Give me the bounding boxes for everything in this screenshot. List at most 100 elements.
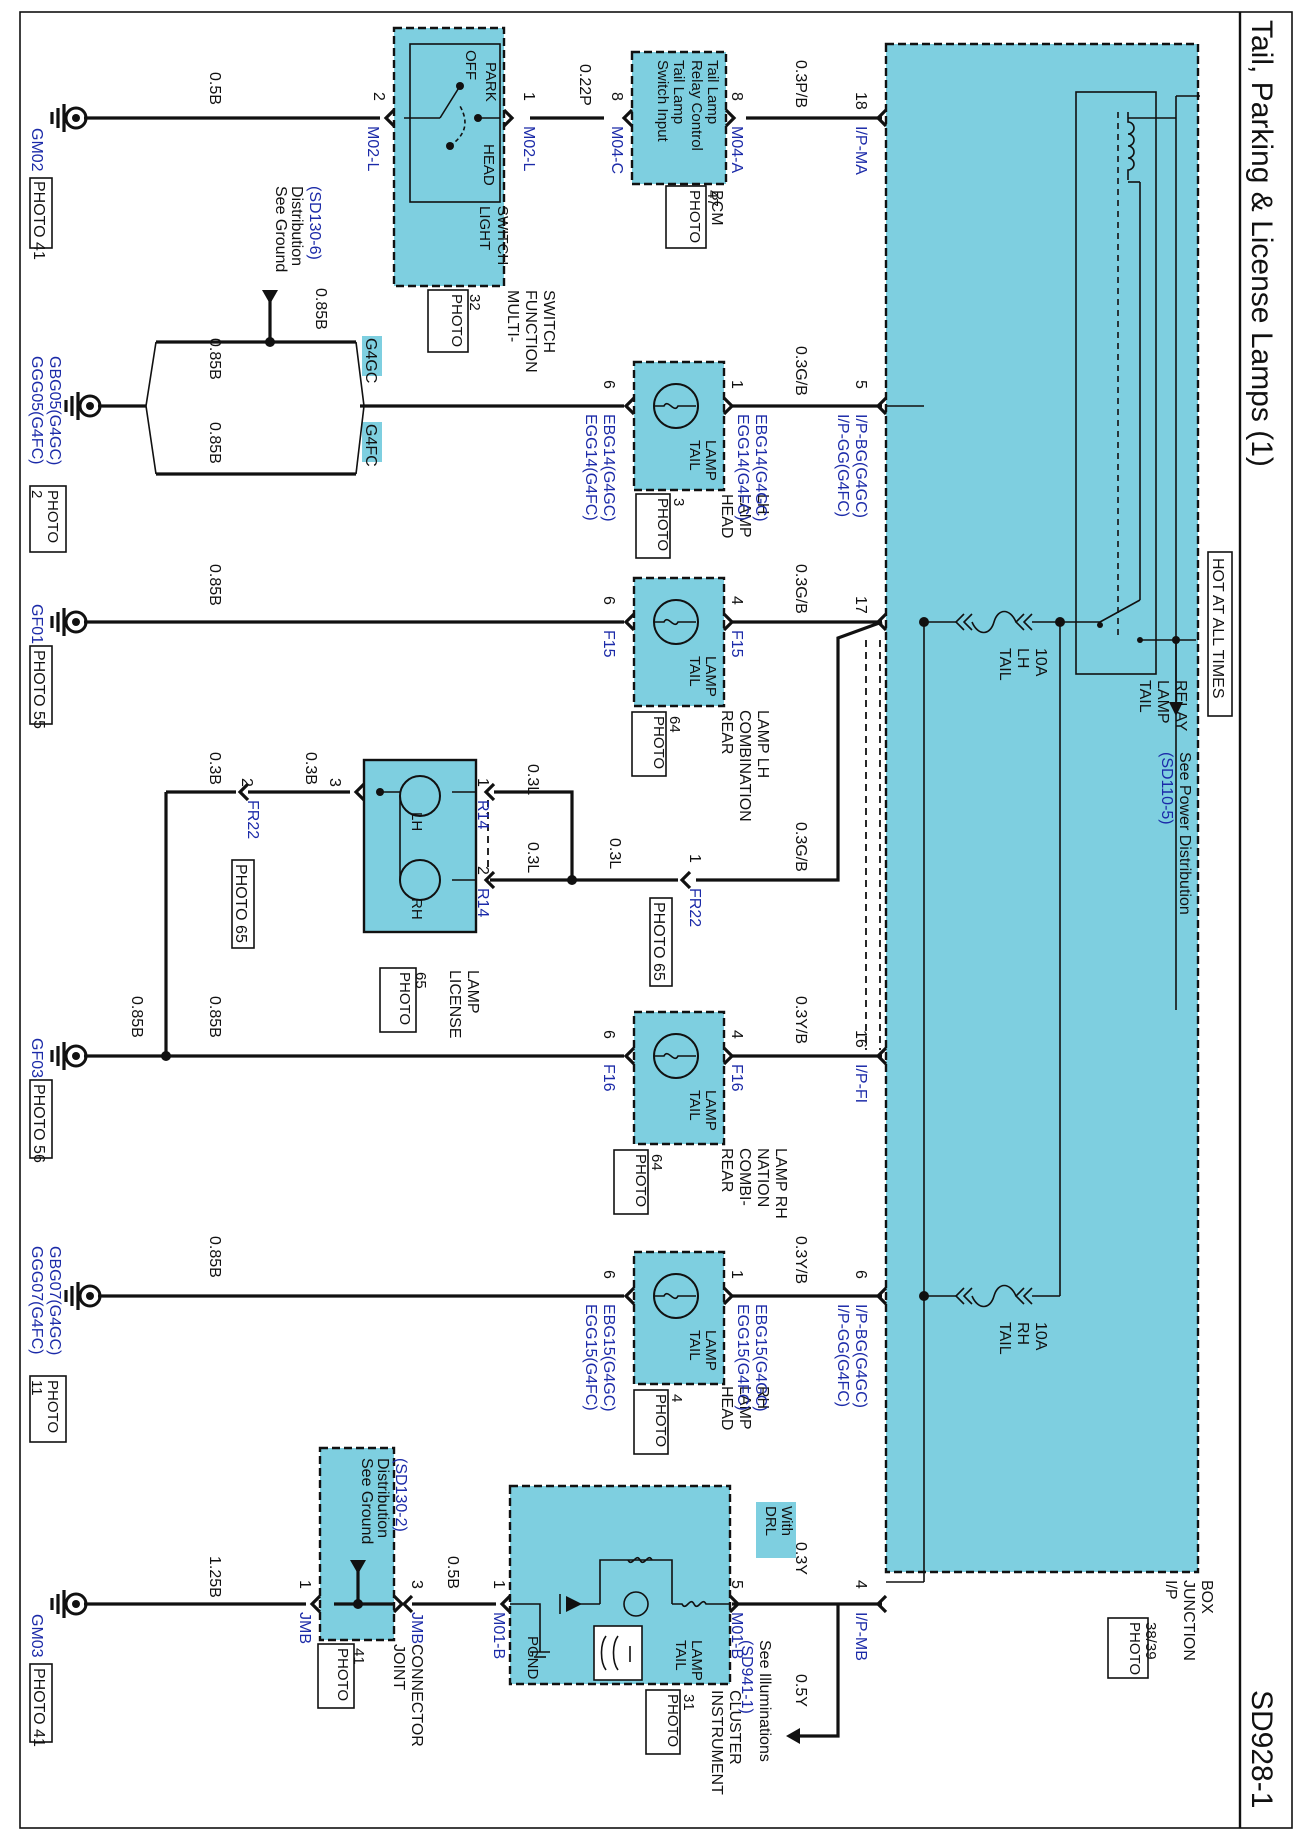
junction-box-photo: PHOTO 38/39 [1126, 1622, 1159, 1675]
wire-spec-label: 0.5B [206, 72, 223, 105]
connector-label: I/P-BG(G4GC) [852, 1304, 869, 1408]
license-lamp [362, 758, 478, 934]
tail-lamp-relay [1075, 91, 1157, 675]
svg-text:PHOTO: PHOTO [334, 1648, 351, 1701]
svg-text:PHOTO: PHOTO [44, 1380, 61, 1433]
pin-number: 5 [852, 380, 869, 389]
connector-label: F16 [728, 1064, 745, 1092]
connector-label: I/P-GG(G4FC) [834, 414, 851, 517]
connector-label: EGG15(G4FC) [734, 1304, 751, 1411]
wire-spec-label: 0.3G/B [792, 564, 809, 614]
svg-text:RELAY: RELAY [1172, 680, 1189, 732]
pin-number: 6 [600, 1270, 617, 1279]
pin-number: 16 [852, 1030, 869, 1048]
svg-text:64: 64 [648, 1154, 665, 1171]
svg-text:LAMP: LAMP [736, 494, 753, 538]
wire-spec-label: 0.3B [206, 752, 223, 785]
bcm-photo-box [665, 185, 707, 249]
illum-ref: See Illuminations (SD941-1) [738, 1640, 773, 1762]
svg-text:INSTRUMENT: INSTRUMENT [708, 1690, 725, 1795]
connector-label: EBG15(G4GC) [600, 1304, 617, 1412]
pin-number: 3 [326, 778, 343, 787]
pin-number: 1 [490, 1580, 507, 1589]
pin-number: 17 [852, 596, 869, 614]
wire-spec-label: 0.3L [524, 764, 541, 795]
instrument-cluster [508, 1484, 732, 1686]
connector-label: F16 [600, 1064, 617, 1092]
svg-text:LAMP RH: LAMP RH [772, 1148, 789, 1219]
svg-text:(SD130-6): (SD130-6) [306, 186, 323, 260]
svg-text:TAIL: TAIL [996, 1322, 1013, 1355]
rear-lamp-rh-label: REAR COMBI- NATION LAMP RH [718, 1148, 789, 1219]
svg-text:CONNECTOR: CONNECTOR [408, 1644, 425, 1747]
bcm-module [630, 50, 728, 186]
connector-label: EBG14(G4GC) [600, 414, 617, 522]
svg-text:10A: 10A [1032, 1322, 1049, 1351]
svg-text:38/39: 38/39 [1142, 1622, 1159, 1660]
wire-spec-label: 1.25B [206, 1556, 223, 1598]
svg-text:PHOTO: PHOTO [652, 1394, 669, 1447]
svg-text:BOX: BOX [1198, 1580, 1215, 1614]
svg-text:GM03: GM03 [28, 1614, 45, 1658]
svg-text:LAMP: LAMP [702, 656, 719, 697]
wire-spec-label: 0.3G/B [792, 822, 809, 872]
svg-text:GF01: GF01 [28, 604, 45, 644]
pin-number: 1 [474, 778, 491, 787]
wire-spec-label: 0.3B [302, 752, 319, 785]
svg-text:SWITCH: SWITCH [494, 206, 511, 265]
svg-text:LIGHT: LIGHT [476, 206, 493, 250]
svg-text:RH: RH [408, 898, 425, 920]
pin-number: 6 [600, 1030, 617, 1039]
wire-spec-label: 0.3Y/B [792, 1236, 809, 1284]
svg-text:64: 64 [666, 716, 683, 733]
wire-spec-label: 0.22P [576, 64, 593, 106]
svg-text:PHOTO 56: PHOTO 56 [30, 1084, 47, 1163]
hot-label: HOT AT ALL TIMES [1209, 558, 1226, 699]
connector-label: EGG15(G4FC) [582, 1304, 599, 1411]
wire-spec-label: 0.3Y/B [792, 996, 809, 1044]
svg-text:PHOTO: PHOTO [664, 1694, 681, 1747]
svg-text:GBG07(G4GC): GBG07(G4GC) [46, 1246, 63, 1355]
connector-label: EGG14(G4FC) [734, 414, 751, 521]
connector-label: F15 [728, 630, 745, 658]
relay-label: TAIL LAMP RELAY [1136, 680, 1189, 732]
multifunction-switch-label: MULTI- FUNCTION SWITCH [504, 290, 557, 373]
svg-text:PGND: PGND [524, 1636, 541, 1680]
fuse-rh-label: TAIL RH 10A [996, 1322, 1049, 1355]
svg-text:32: 32 [466, 294, 483, 311]
switch-photo-box [427, 289, 469, 353]
wire-spec-label: 0.85B [206, 564, 223, 606]
ground-ref-arrow-icon [262, 290, 278, 304]
pin-number: 1 [686, 854, 703, 863]
svg-text:PHOTO: PHOTO [1126, 1622, 1143, 1675]
ip-junction-box [884, 42, 1200, 1574]
fuse-lh-label: TAIL LH 10A [996, 648, 1049, 681]
svg-text:RH: RH [1014, 1322, 1031, 1345]
wire-illumination [800, 1604, 840, 1738]
connector-label: I/P-MB [852, 1612, 869, 1661]
pin-number: 4 [852, 1580, 869, 1589]
svg-text:PHOTO: PHOTO [686, 190, 703, 243]
pin-number: 1 [728, 1270, 745, 1279]
svg-text:LAMP: LAMP [736, 1386, 753, 1430]
svg-text:LAMP LH: LAMP LH [754, 710, 771, 778]
svg-text:(SD130-2): (SD130-2) [392, 1458, 409, 1532]
connector-label: JMB [408, 1612, 425, 1644]
svg-text:Tail Lamp: Tail Lamp [704, 60, 721, 124]
svg-text:COMBINATION: COMBINATION [736, 710, 753, 822]
svg-text:TAIL: TAIL [686, 440, 703, 471]
ground-gf03 [50, 1042, 88, 1070]
svg-text:10A: 10A [1032, 648, 1049, 677]
pin-number: 4 [728, 596, 745, 605]
ground-gbg05 [64, 392, 102, 420]
page-code: SD928-1 [1245, 1690, 1278, 1808]
pin-number: 4 [728, 1030, 745, 1039]
svg-text:Relay Control: Relay Control [688, 60, 705, 151]
svg-text:See Ground: See Ground [358, 1458, 375, 1544]
svg-text:GBG05(G4GC): GBG05(G4GC) [46, 356, 63, 465]
wire-spec-label: 0.3L [606, 838, 623, 869]
svg-text:PHOTO 41: PHOTO 41 [30, 1668, 47, 1747]
ground-gm02-id: GM02 [28, 128, 45, 172]
ground-ref-arrow-icon [350, 1560, 366, 1574]
